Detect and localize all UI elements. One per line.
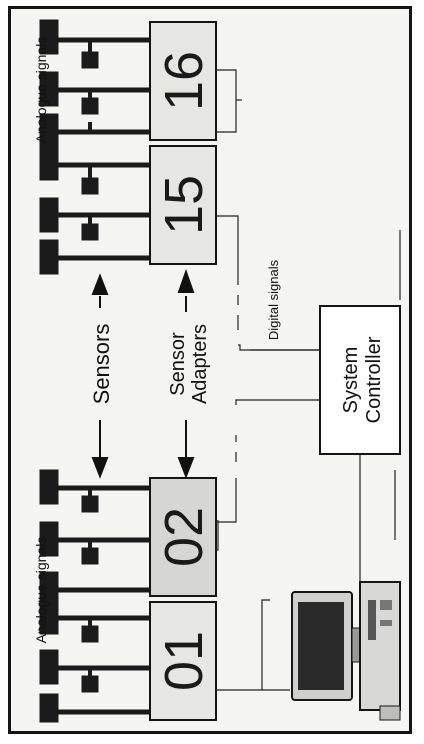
adapters-arrow <box>177 268 195 479</box>
system-controller-line2: Controller <box>363 336 385 423</box>
computer-icon <box>291 581 401 721</box>
sensor-group-01 <box>39 599 150 723</box>
adapter-01: 01 <box>149 601 217 721</box>
adapter-16-number: 16 <box>154 51 214 111</box>
sensor-group-02 <box>39 469 150 607</box>
adapter-15-number: 15 <box>154 175 214 235</box>
analogue-signals-label-bottom: Analogue signals <box>33 537 49 644</box>
system-controller-line1: System <box>340 347 362 414</box>
adapter-15: 15 <box>149 145 217 265</box>
sensor-group-16 <box>39 19 150 149</box>
system-controller: System Controller <box>319 305 401 455</box>
adapter-02-number: 02 <box>154 507 214 567</box>
digital-bus <box>216 69 401 691</box>
digital-signals-label: Digital signals <box>266 259 281 340</box>
adapter-16: 16 <box>149 21 217 141</box>
sensors-arrow <box>91 273 109 479</box>
sensors-label: Sensors <box>89 324 114 405</box>
adapter-01-number: 01 <box>154 631 214 691</box>
sensor-adapters-label-line2: Adapters <box>189 324 211 404</box>
controller-cable <box>359 454 372 601</box>
sensor-adapters-label-line1: Sensor <box>167 332 189 396</box>
sensor-group-15 <box>39 145 150 275</box>
analogue-signals-label-top: Analogue signals <box>33 37 49 144</box>
adapter-02: 02 <box>149 477 217 597</box>
